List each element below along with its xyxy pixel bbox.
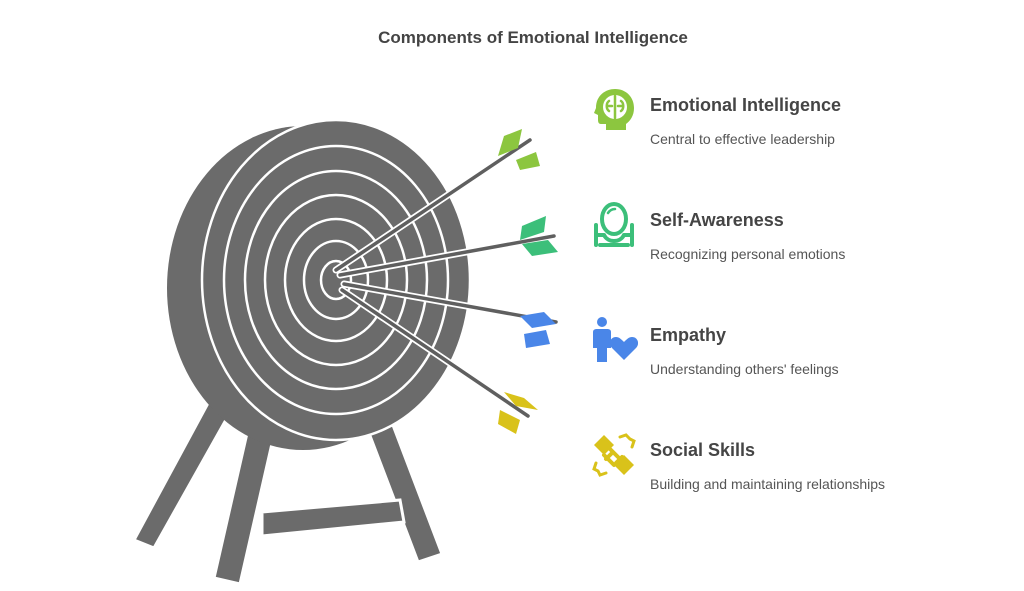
component-name: Social Skills [650,440,756,460]
component-name: Empathy [650,325,727,345]
component-name: Emotional Intelligence [650,95,842,115]
handshake-icon [592,433,636,477]
component-description: Building and maintaining relationships [650,476,886,492]
brain-head-icon [594,89,634,130]
person-heart-icon [593,317,638,362]
component-name: Self-Awareness [650,210,784,230]
arrow-self-awareness [336,216,558,279]
arrow-empathy [340,280,560,348]
target-board [167,118,472,450]
mirror-icon [594,202,634,247]
arrow-emotional-intelligence [332,129,540,274]
component-empathy: Empathy Understanding others' feelings [590,316,1010,396]
arrow-social-skills [338,286,538,434]
component-description: Understanding others' feelings [650,361,839,377]
component-description: Recognizing personal emotions [650,246,846,262]
diagram-title: Components of Emotional Intelligence [378,28,688,47]
target-stand [131,390,444,586]
component-description: Central to effective leadership [650,131,835,147]
component-self-awareness: Self-Awareness Recognizing personal emot… [590,201,1010,281]
component-emotional-intelligence: Emotional Intelligence Central to effect… [590,86,1010,166]
component-social-skills: Social Skills Building and maintaining r… [590,431,1010,511]
